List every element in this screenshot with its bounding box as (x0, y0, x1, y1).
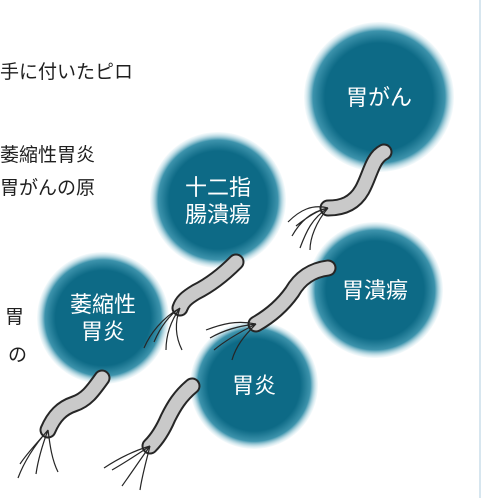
body-text-line-1: 手に付いたピロ (0, 61, 134, 83)
bubble-duodenal-ulcer: 十二指 腸潰瘍 (150, 132, 286, 268)
body-text-line-3: 胃がんの原 (0, 177, 96, 199)
label-atrophic-gastritis-2: 胃炎 (81, 320, 125, 345)
label-gastric-ulcer: 胃潰瘍 (342, 279, 408, 304)
body-text-line-4: 胃 (5, 306, 25, 328)
bubble-gastritis: 胃炎 (190, 321, 318, 449)
right-border-line (479, 0, 481, 498)
bubble-stomach-cancer: 胃がん (304, 22, 454, 172)
bubble-gastric-ulcer: 胃潰瘍 (307, 222, 443, 358)
helicobacter-pylori-icon (103, 377, 201, 491)
helicobacter-pylori-icon (143, 253, 245, 351)
label-duodenal-ulcer-1: 十二指 (185, 176, 251, 201)
bubble-atrophic-gastritis: 萎縮性 胃炎 (37, 252, 169, 384)
label-duodenal-ulcer-2: 腸潰瘍 (185, 203, 251, 228)
helicobacter-pylori-icon (17, 369, 111, 479)
label-stomach-cancer: 胃がん (346, 86, 412, 111)
helicobacter-pylori-icon (205, 259, 337, 361)
body-text-line-5: の (8, 344, 28, 366)
label-gastritis: 胃炎 (232, 374, 276, 399)
body-text-line-2: 萎縮性胃炎 (0, 144, 96, 166)
label-atrophic-gastritis-1: 萎縮性 (70, 293, 136, 318)
helicobacter-pylori-icon (287, 143, 393, 251)
